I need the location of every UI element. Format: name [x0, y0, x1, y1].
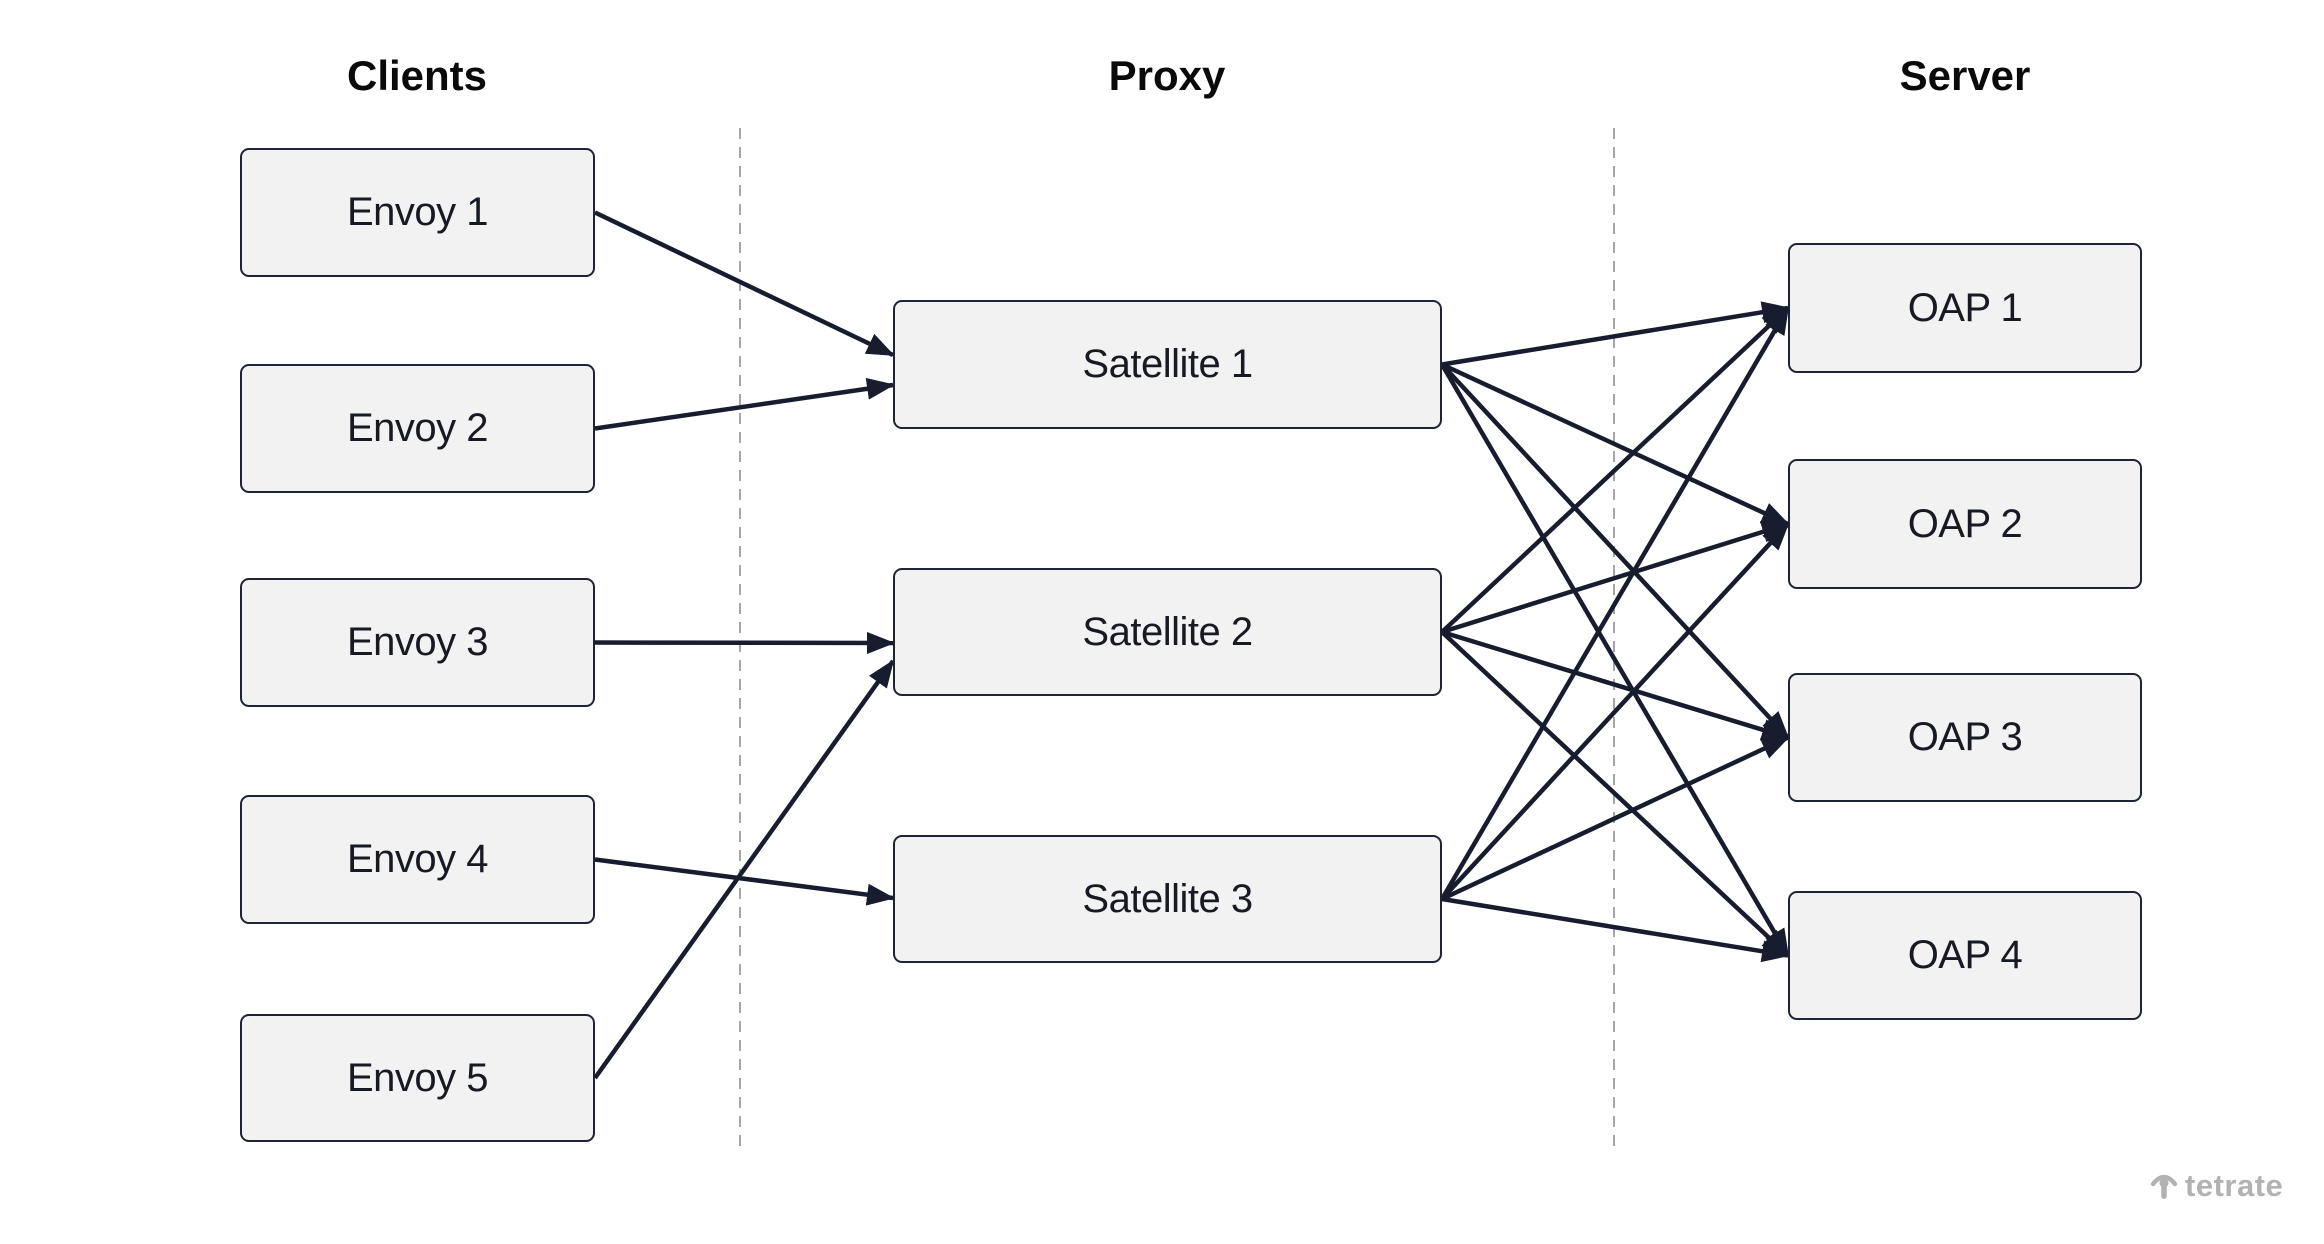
node-satellite2: Satellite 2 — [893, 568, 1442, 696]
tetrate-logo: tetrate — [2150, 1168, 2283, 1204]
tetrate-logo-text: tetrate — [2185, 1168, 2284, 1203]
node-label: OAP 1 — [1907, 285, 2023, 330]
node-envoy1: Envoy 1 — [240, 148, 595, 277]
edge-satellite3-oap4 — [1441, 896, 1790, 963]
node-oap1: OAP 1 — [1788, 243, 2142, 373]
node-label: Envoy 4 — [346, 837, 489, 881]
node-label: OAP 2 — [1907, 501, 2023, 546]
node-satellite3: Satellite 3 — [893, 835, 1442, 963]
node-label: Envoy 2 — [346, 406, 489, 450]
edge-satellite2-oap2 — [1441, 521, 1790, 635]
node-label: Satellite 2 — [1082, 609, 1253, 654]
edge-envoy1-satellite1 — [594, 210, 895, 358]
edge-envoy2-satellite1 — [594, 377, 895, 431]
edge-envoy3-satellite2 — [594, 631, 895, 654]
node-oap3: OAP 3 — [1788, 673, 2142, 802]
edge-satellite2-oap3 — [1441, 629, 1790, 741]
node-envoy3: Envoy 3 — [240, 578, 595, 707]
edge-satellite1-oap2 — [1441, 362, 1790, 527]
node-label: Envoy 5 — [346, 1055, 489, 1100]
node-envoy4: Envoy 4 — [240, 795, 595, 924]
node-label: Satellite 1 — [1082, 342, 1253, 386]
edge-satellite1-oap1 — [1441, 301, 1790, 367]
node-envoy5: Envoy 5 — [240, 1014, 595, 1142]
node-satellite1: Satellite 1 — [893, 300, 1442, 429]
node-oap2: OAP 2 — [1788, 459, 2142, 589]
node-envoy2: Envoy 2 — [240, 364, 595, 493]
column-header-clients: Clients — [346, 52, 488, 99]
edge-satellite1-oap4 — [1440, 363, 1790, 958]
edge-envoy5-satellite2 — [593, 659, 895, 1080]
node-label: OAP 3 — [1907, 715, 2023, 759]
node-label: Envoy 1 — [346, 190, 489, 234]
node-label: Satellite 3 — [1082, 876, 1253, 921]
node-label: Envoy 3 — [346, 620, 489, 664]
tetrate-logo-icon — [2150, 1174, 2178, 1199]
edge-satellite3-oap1 — [1440, 306, 1790, 901]
column-header-proxy: Proxy — [1108, 52, 1226, 99]
column-header-server: Server — [1899, 52, 2031, 99]
node-oap4: OAP 4 — [1788, 891, 2142, 1020]
edge-satellite2-oap4 — [1440, 630, 1790, 958]
edge-satellite3-oap3 — [1441, 735, 1790, 902]
node-label: OAP 4 — [1907, 933, 2023, 977]
edge-satellite1-oap3 — [1440, 362, 1790, 740]
edge-envoy4-satellite3 — [594, 857, 895, 906]
edge-satellite2-oap1 — [1440, 306, 1790, 634]
edge-satellite3-oap2 — [1440, 522, 1790, 901]
